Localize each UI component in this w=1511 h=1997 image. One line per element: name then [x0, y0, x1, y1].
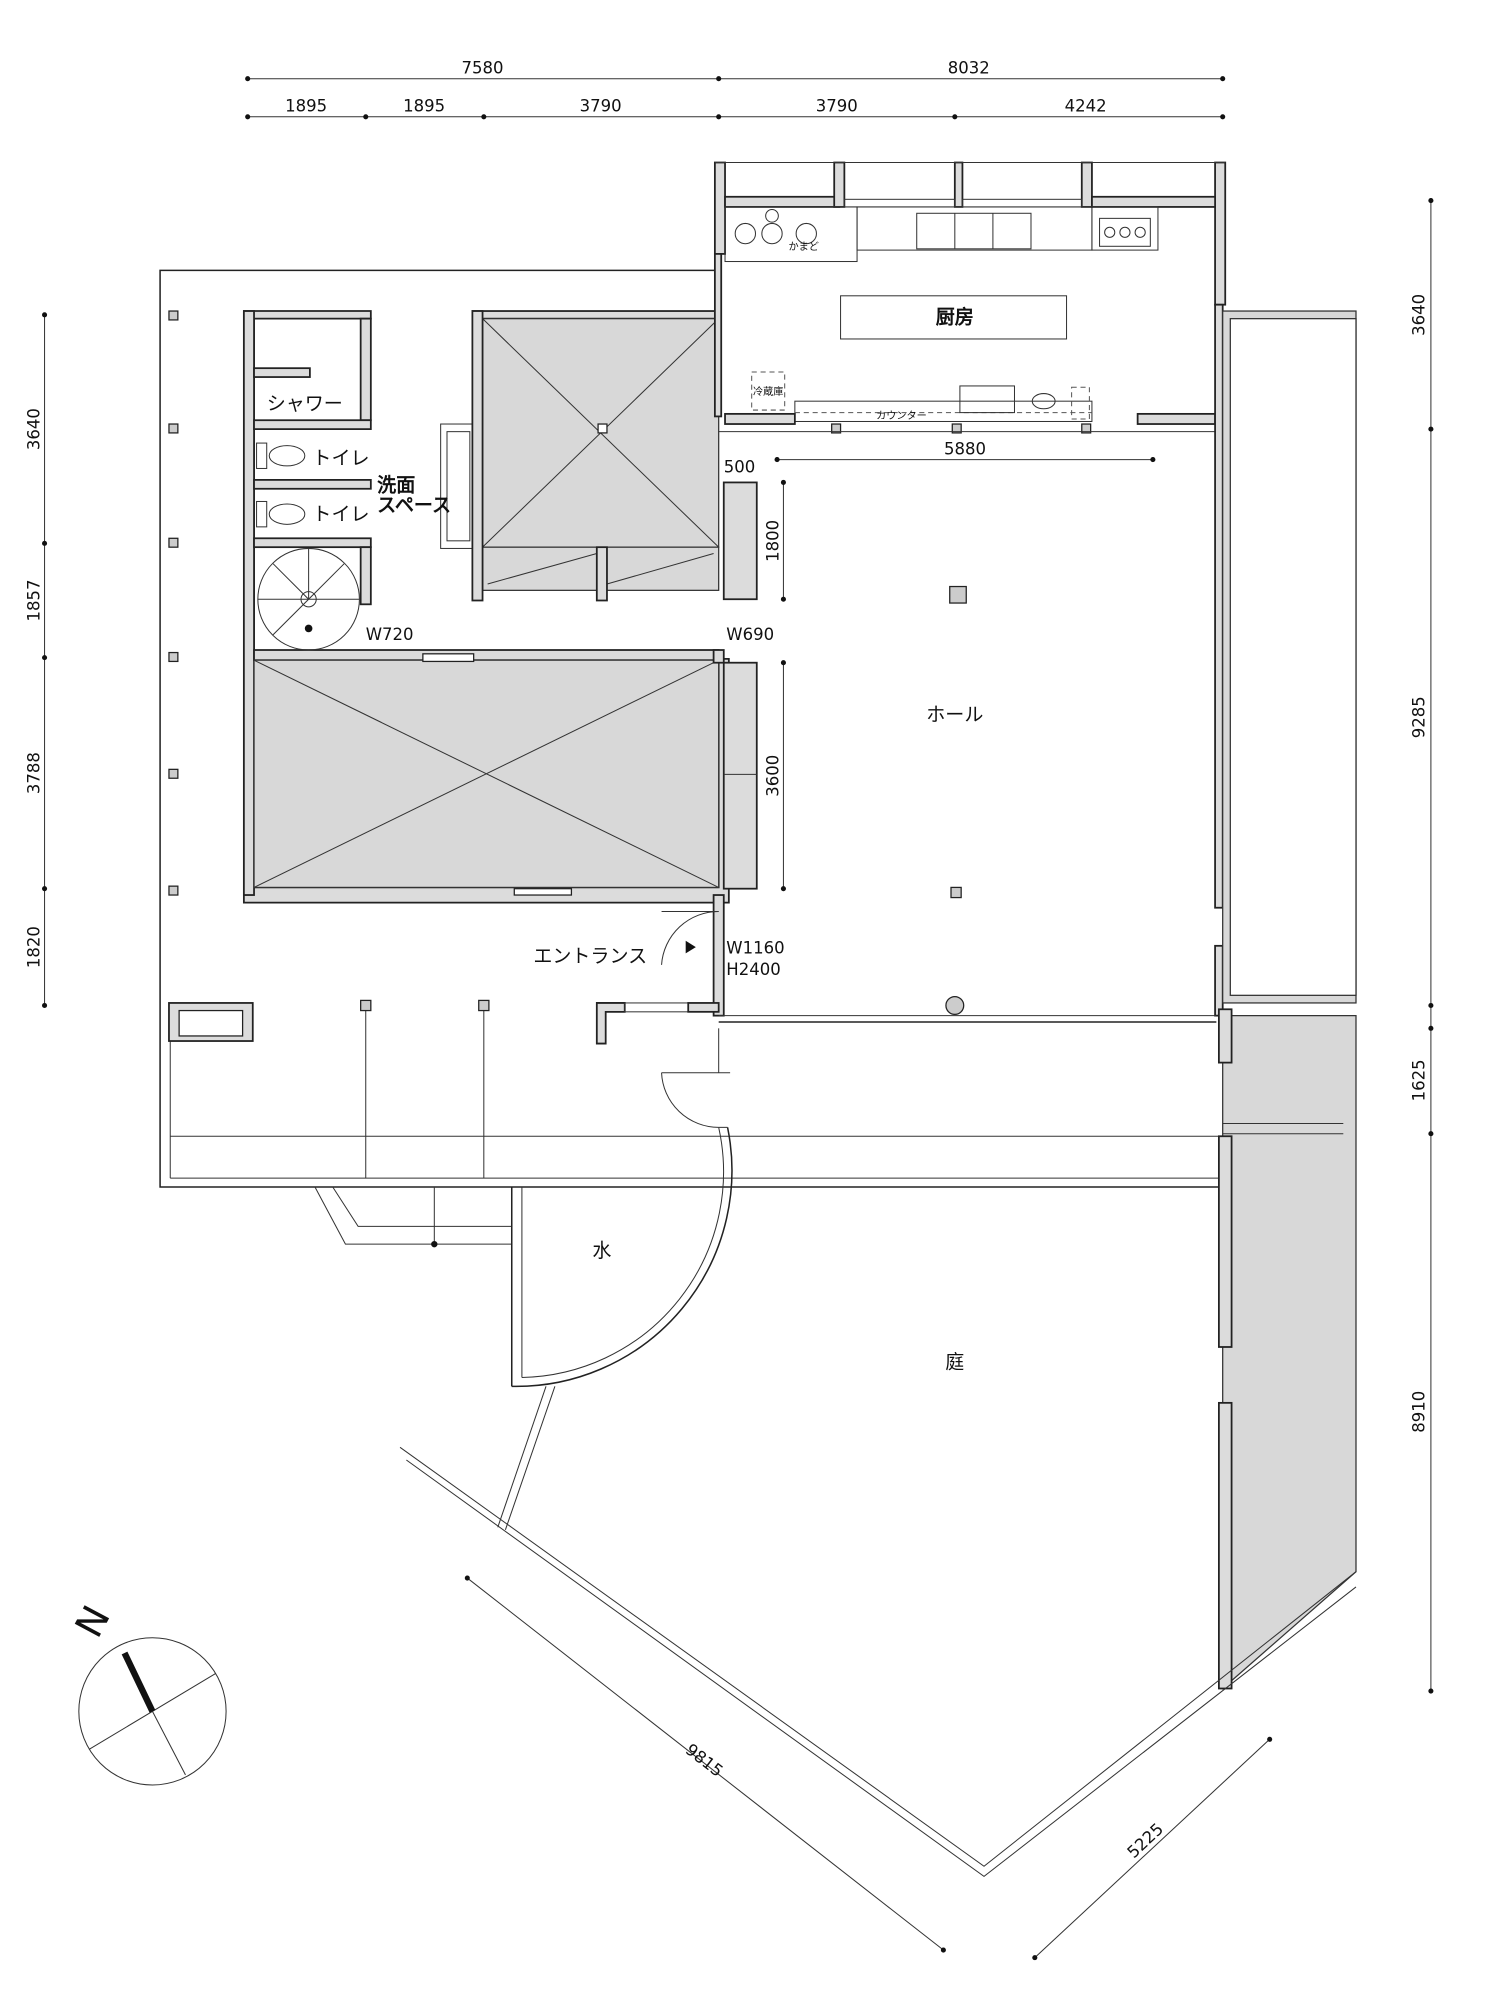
kitchen-label: 厨房	[936, 306, 974, 329]
north-label: N	[67, 1599, 119, 1645]
spiral-stair-icon	[257, 547, 360, 651]
neighbor-strip	[1217, 310, 1357, 1690]
hall: ホール 5880 500 1800 3600	[712, 253, 1224, 1023]
dim-top-1895a: 1895	[285, 97, 327, 116]
dim-5880: 5880	[944, 439, 986, 458]
w690-label: W690	[726, 625, 774, 644]
kitchen: かまど 厨房 冷蔵庫 カウンター	[713, 161, 1227, 434]
dim-top-8032: 8032	[948, 59, 990, 78]
water-label: 水	[592, 1240, 611, 1262]
dim-right-9285: 9285	[1410, 696, 1429, 738]
dim-right-3640: 3640	[1410, 294, 1429, 336]
counter-label: カウンター	[876, 410, 927, 422]
toilet-icon	[256, 500, 306, 528]
entrance-label: エントランス	[533, 945, 647, 967]
dim-left-3788: 3788	[24, 752, 43, 794]
deck-outline	[159, 269, 1219, 1248]
dim-left-1820: 1820	[24, 926, 43, 968]
toilet-label-2: トイレ	[312, 504, 369, 526]
garden-label: 庭	[945, 1352, 964, 1374]
dim-3600: 3600	[763, 755, 782, 797]
garden: 水 庭 9815 5225	[399, 1126, 1357, 1961]
dim-top-3790b: 3790	[816, 97, 858, 116]
dim-top-1895b: 1895	[403, 97, 445, 116]
entrance-width: W1160	[726, 938, 784, 957]
dim-top-4242: 4242	[1065, 97, 1107, 116]
top-dimensions: 7580 8032 1895 1895 3790 3790 4242	[245, 59, 1226, 120]
w720-label: W720	[366, 625, 414, 644]
left-dimensions: 3640 1857 3788 1820	[24, 312, 48, 1009]
washroom-label-1: 洗面	[377, 473, 415, 496]
dim-1800: 1800	[763, 520, 782, 562]
kamado-label: かまど	[789, 241, 819, 253]
toilet-icon	[256, 442, 306, 469]
fridge-label: 冷蔵庫	[753, 385, 783, 398]
washroom-label-2: スペース	[377, 495, 451, 517]
dim-right-8910: 8910	[1410, 1391, 1429, 1433]
north-compass-icon: N	[67, 1599, 227, 1786]
dim-left-3640: 3640	[24, 408, 43, 450]
dim-left-1857: 1857	[24, 579, 43, 621]
dim-top-3790a: 3790	[580, 97, 622, 116]
dim-right-1625: 1625	[1410, 1059, 1429, 1101]
entrance: エントランス W1160 H2400 W690 W720	[366, 625, 785, 1128]
left-core	[242, 310, 730, 904]
right-dimensions: 3640 9285 1625 8910	[1410, 198, 1434, 1694]
entrance-height: H2400	[726, 960, 780, 979]
dim-500: 500	[724, 457, 756, 476]
toilet-label-1: トイレ	[312, 448, 369, 470]
dim-9815: 9815	[682, 1740, 727, 1781]
shower-label: シャワー	[267, 393, 343, 415]
hall-label: ホール	[926, 704, 983, 726]
dim-top-7580: 7580	[462, 59, 504, 78]
